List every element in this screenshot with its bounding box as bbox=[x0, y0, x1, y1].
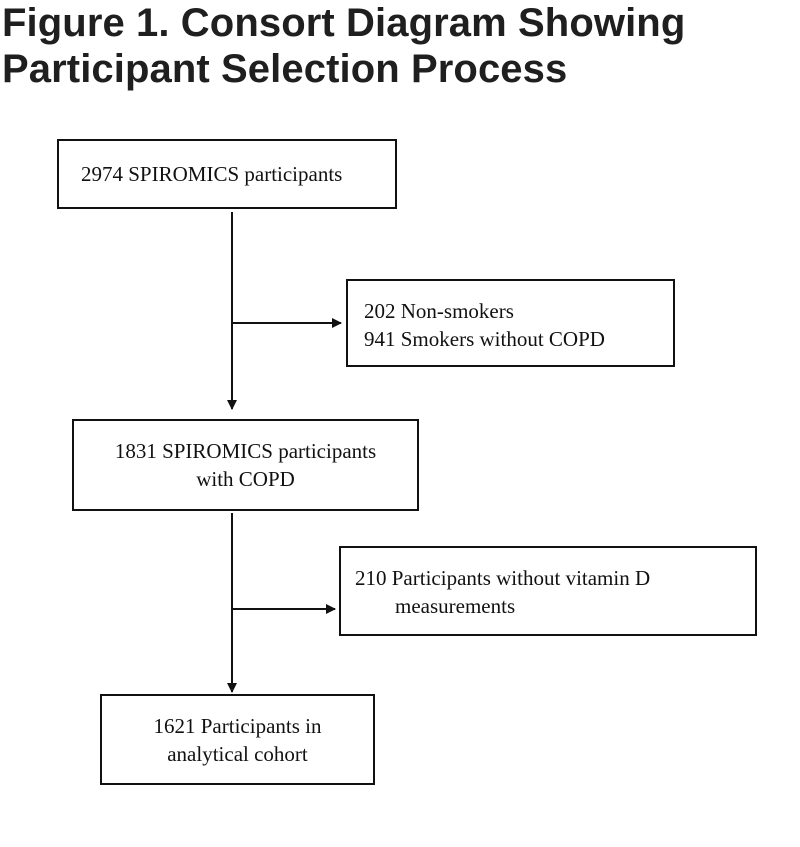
exclusion-1-line-1: 202 Non-smokers bbox=[364, 299, 514, 323]
start-population-label: 2974 SPIROMICS participants bbox=[81, 162, 343, 186]
start-population-box: 2974 SPIROMICS participants bbox=[57, 139, 397, 209]
exclusion-box-1: 202 Non-smokers 941 Smokers without COPD bbox=[346, 279, 675, 367]
exclusion-2-line-2: measurements bbox=[395, 594, 516, 618]
figure-title-line-1: Figure 1. Consort Diagram Showing bbox=[2, 1, 686, 45]
analytical-cohort-line-2: analytical cohort bbox=[167, 742, 308, 766]
analytical-cohort-line-1: 1621 Participants in bbox=[153, 714, 322, 738]
copd-population-box: 1831 SPIROMICS participants with COPD bbox=[72, 419, 419, 511]
copd-population-line-1: 1831 SPIROMICS participants bbox=[114, 439, 377, 463]
figure-title-line-2: Participant Selection Process bbox=[2, 47, 568, 91]
exclusion-2-line-1: 210 Participants without vitamin D bbox=[355, 566, 651, 590]
figure-title: Figure 1. Consort Diagram Showing Partic… bbox=[2, 0, 685, 92]
analytical-cohort-box: 1621 Participants in analytical cohort bbox=[100, 694, 375, 785]
exclusion-box-2: 210 Participants without vitamin D measu… bbox=[339, 546, 757, 636]
exclusion-1-line-2: 941 Smokers without COPD bbox=[364, 327, 605, 351]
copd-population-line-2: with COPD bbox=[196, 467, 295, 491]
